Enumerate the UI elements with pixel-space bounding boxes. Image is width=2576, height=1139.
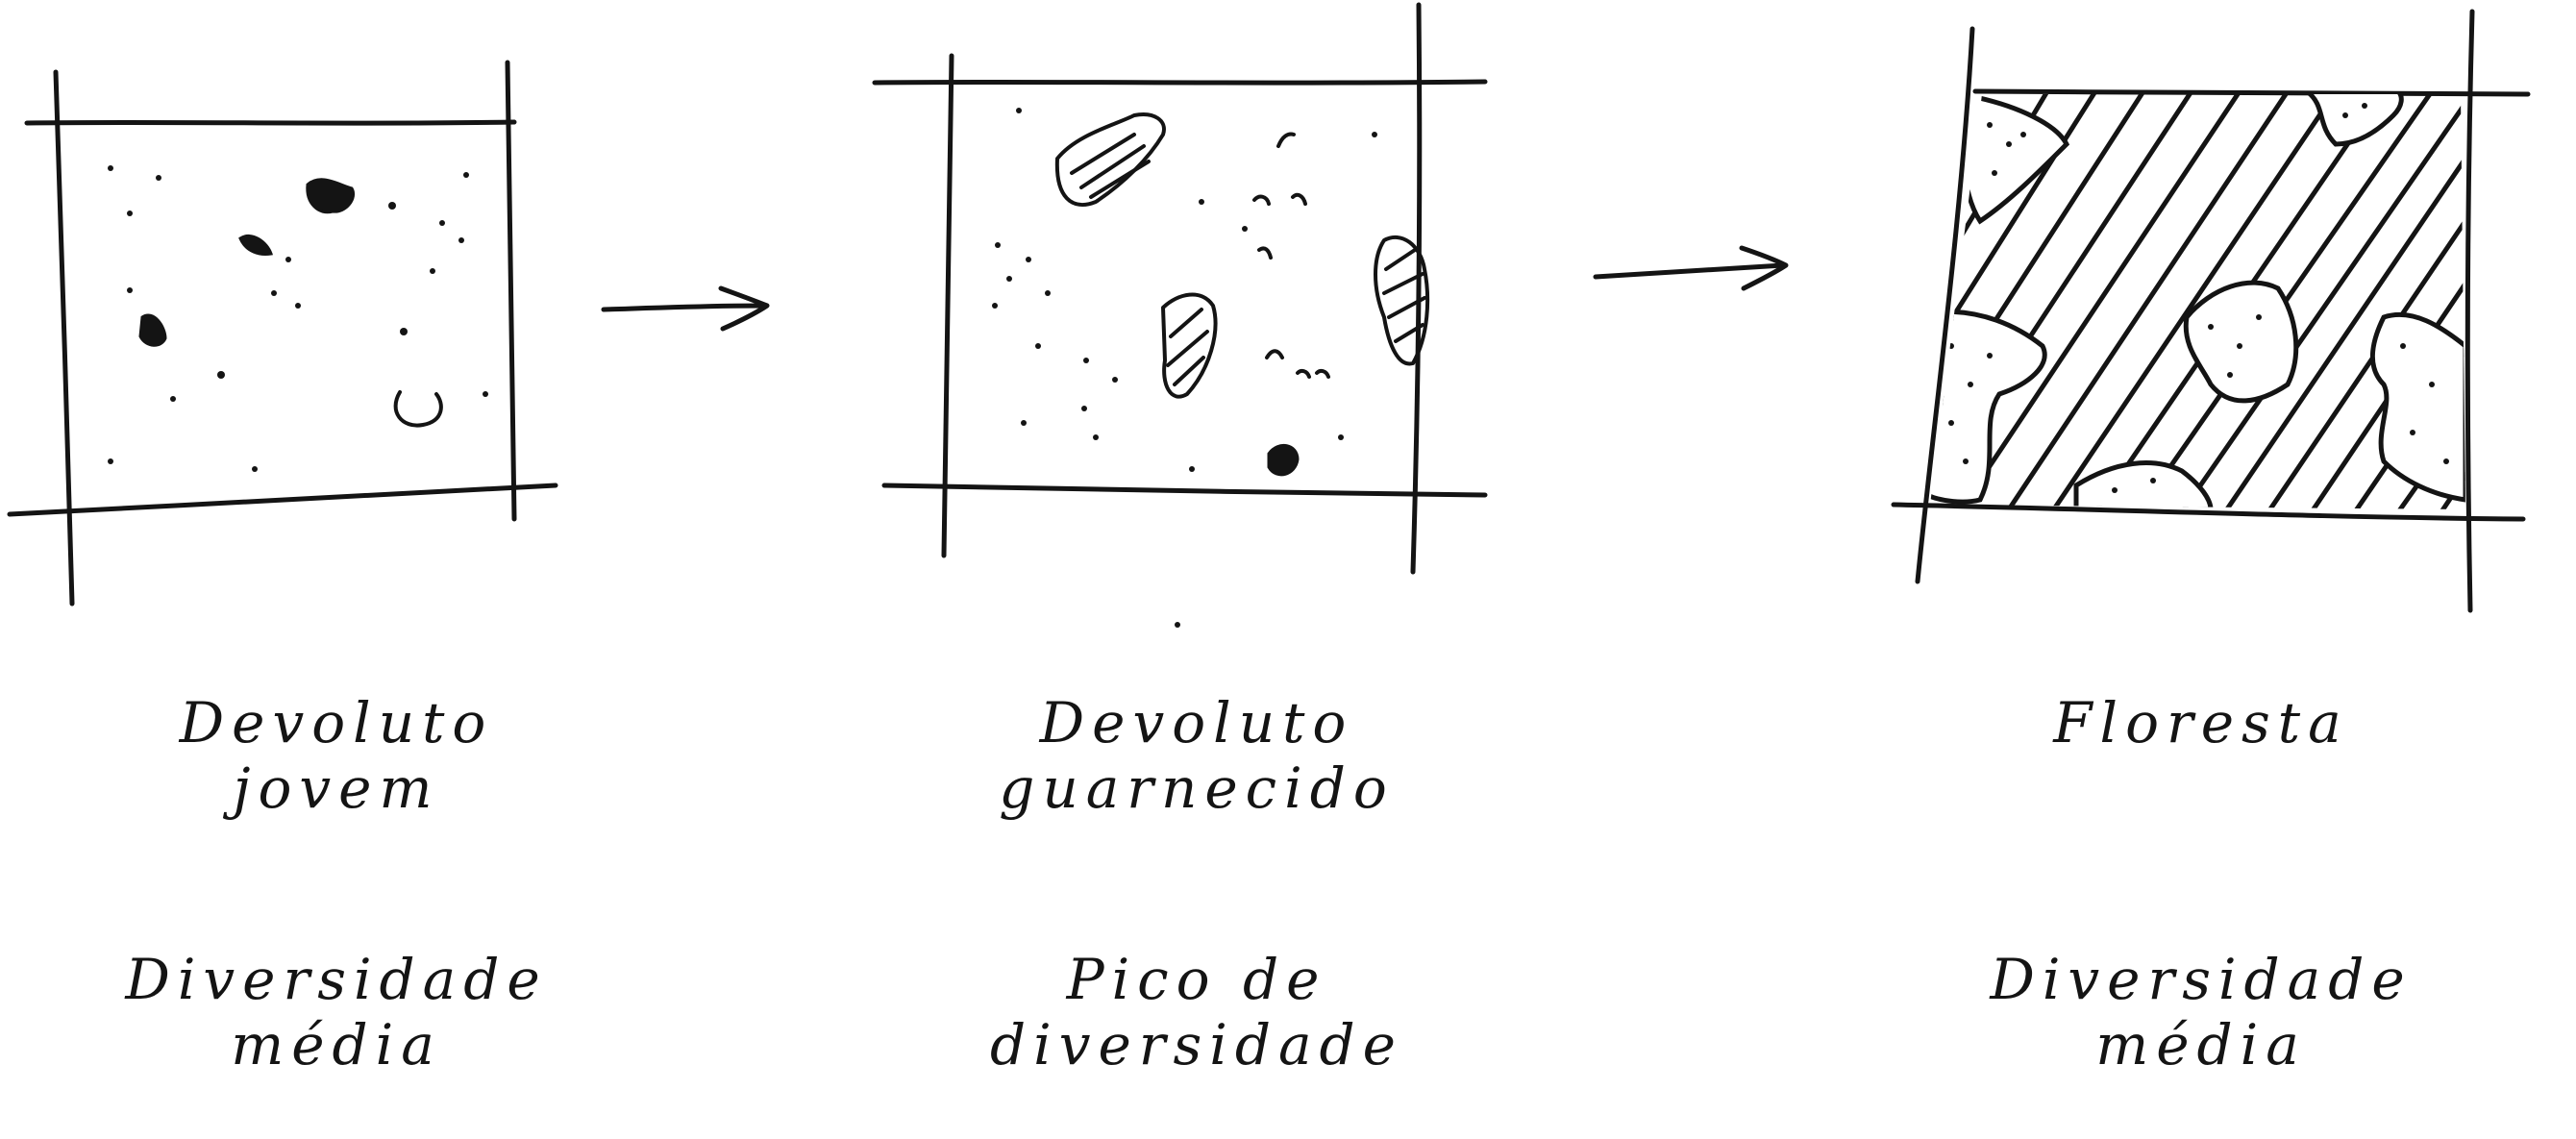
stage-1-name-line-2: jovem	[233, 755, 440, 821]
arrow-1	[601, 285, 770, 332]
stage-1-diversity: Diversidade média	[0, 947, 673, 1077]
stage-1-diversity-line-2: média	[231, 1012, 442, 1077]
stage-2-diversity-line-2: diversidade	[990, 1012, 1403, 1077]
stage-3-name: Floresta	[1865, 690, 2538, 755]
stage-1-name: Devoluto jovem	[0, 690, 673, 821]
stage-2-name-line-2: guarnecido	[999, 755, 1395, 821]
stage-1-name-line-1: Devoluto	[179, 690, 494, 755]
stage-3-diversity-line-1: Diversidade	[1990, 947, 2413, 1012]
arrow-2	[1593, 245, 1789, 291]
stage-2-name-line-1: Devoluto	[1039, 690, 1354, 755]
stage-3-plot	[1891, 9, 2531, 613]
stage-2-plot	[872, 2, 1488, 628]
stage-2-name: Devoluto guarnecido	[860, 690, 1533, 821]
stage-1-diversity-line-1: Diversidade	[125, 947, 548, 1012]
stage-2-diversity-line-1: Pico de	[1066, 947, 1327, 1012]
stage-1-plot	[7, 60, 558, 607]
stage-2-diversity: Pico de diversidade	[860, 947, 1533, 1077]
stage-3-diversity: Diversidade média	[1865, 947, 2538, 1077]
stage-3-name-line-1: Floresta	[2053, 690, 2349, 755]
stage-3-diversity-line-2: média	[2095, 1012, 2307, 1077]
